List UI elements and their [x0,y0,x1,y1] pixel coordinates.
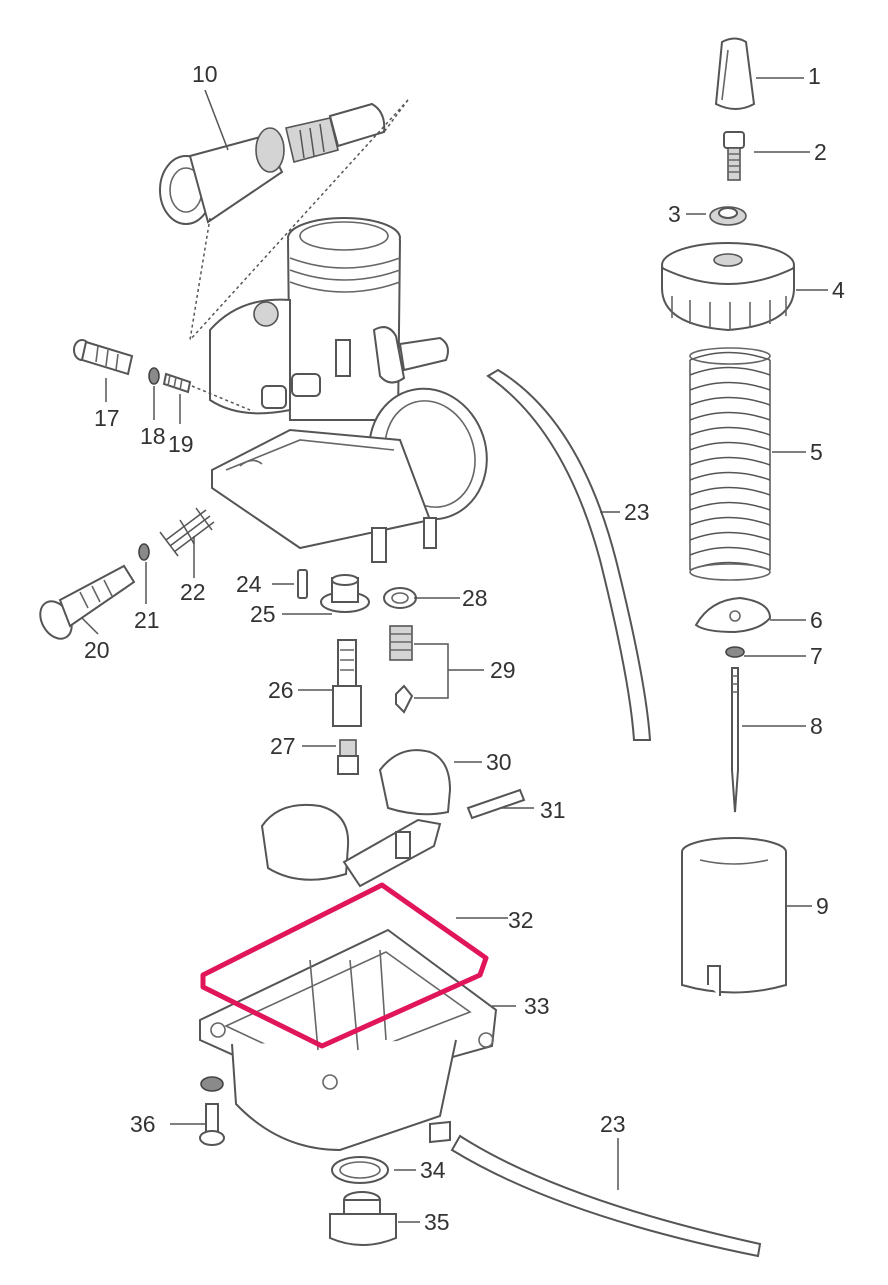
part-9-slide [681,837,787,996]
part-32-gasket [200,882,489,1049]
callout-33: 33 [524,993,550,1019]
part-6-plate [694,596,772,634]
callout-3: 3 [668,201,681,227]
part-7-clip [725,646,745,658]
callout-19: 19 [168,431,194,457]
part-26-emulsion-tube [332,639,362,727]
part-10-plunger [159,102,386,225]
part-27-jet [337,739,359,775]
callout-31: 31 [540,797,566,823]
part-5-spring [689,347,771,581]
callout-28: 28 [462,585,488,611]
part-23-hose-lower [450,1134,762,1258]
callout-26: 26 [268,677,294,703]
callout-5: 5 [810,439,823,465]
callout-29: 29 [490,657,516,683]
part-25-seat [320,574,370,613]
callout-20: 20 [84,637,110,663]
callout-36: 36 [130,1111,156,1137]
callout-9: 9 [816,893,829,919]
callout-6: 6 [810,607,823,633]
callout-2: 2 [814,139,827,165]
part-1-cap [714,37,756,110]
callout-23-lower: 23 [600,1111,626,1137]
callout-32: 32 [508,907,534,933]
part-28-washer [383,587,417,609]
part-33-float-bowl [199,928,498,1152]
part-36-bolt [199,1076,225,1146]
callout-34: 34 [420,1157,446,1183]
part-35-drain-plug [329,1191,397,1246]
callout-35: 35 [424,1209,450,1235]
part-8-needle [731,667,739,813]
callout-23-upper: 23 [624,499,650,525]
part-22-spring [159,507,215,557]
part-30-float [260,749,452,888]
part-18-washer [148,367,160,385]
callout-17: 17 [94,405,120,431]
callout-24: 24 [236,571,262,597]
part-2-screw [723,131,745,181]
callout-10: 10 [192,61,218,87]
callout-27: 27 [270,733,296,759]
callout-22: 22 [180,579,206,605]
callout-30: 30 [486,749,512,775]
part-24-pin [297,569,308,599]
part-3-nut [709,206,747,226]
callout-7: 7 [810,643,823,669]
part-23-hose-upper [486,368,652,741]
part-34-o-ring [331,1156,389,1184]
leader-lines [81,77,828,1223]
part-17-screw [73,339,134,376]
callout-1: 1 [808,63,821,89]
callout-21: 21 [134,607,160,633]
part-29-needle-valve [389,625,414,714]
callout-25: 25 [250,601,276,627]
carburetor-body [209,217,488,563]
callout-8: 8 [810,713,823,739]
part-4-top-cap [661,242,795,332]
part-31-pin [466,788,526,820]
callout-18: 18 [140,423,166,449]
callout-4: 4 [832,277,845,303]
part-21-washer [138,543,150,561]
part-19-spring [162,372,192,394]
part-20-screw [39,564,136,640]
